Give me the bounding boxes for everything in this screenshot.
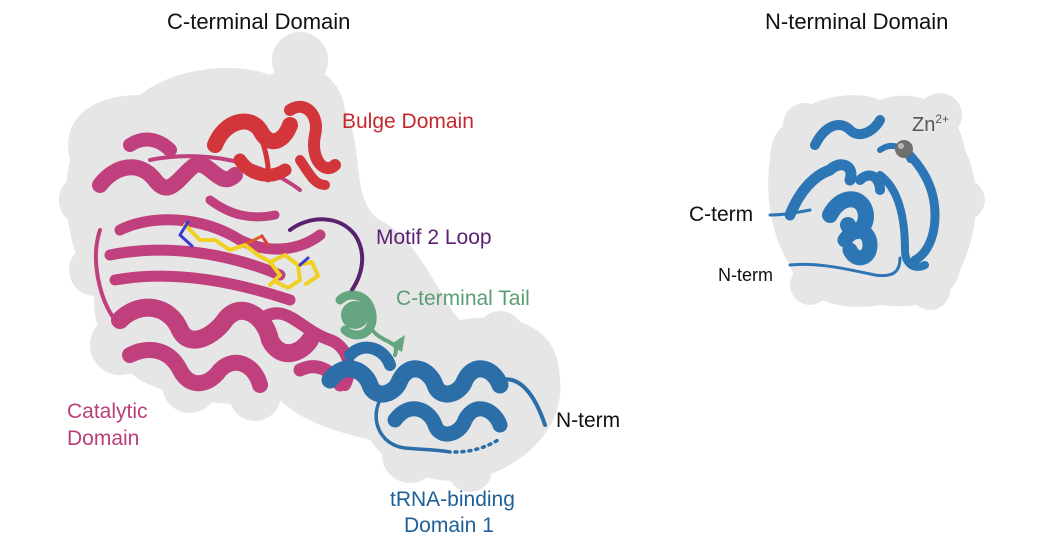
- motif-2-loop-label: Motif 2 Loop: [376, 226, 492, 249]
- zinc-label: Zn2+: [912, 112, 949, 136]
- zinc-label-symbol: Zn: [912, 114, 935, 136]
- motif-2-loop-ribbon: [288, 217, 365, 292]
- trna-binding-domain-label-line2: Domain 1: [404, 514, 494, 537]
- trna-binding-domain-label-line1: tRNA-binding: [390, 488, 515, 511]
- bulge-domain-label: Bulge Domain: [342, 110, 474, 133]
- zinc-ion: [895, 140, 913, 158]
- bulge-domain-ribbon: [207, 100, 341, 190]
- n-terminal-domain-ribbon: [768, 115, 940, 278]
- n-term-label-right: N-term: [718, 265, 773, 285]
- c-terminal-tail-label: C-terminal Tail: [396, 287, 530, 310]
- n-term-label-left: N-term: [556, 409, 620, 432]
- ligand-sticks: [178, 220, 320, 290]
- zinc-label-charge: 2+: [935, 112, 949, 126]
- catalytic-domain-label-line1: Catalytic: [67, 400, 148, 423]
- catalytic-domain-label-line2: Domain: [67, 427, 139, 450]
- n-terminal-domain-title: N-terminal Domain: [765, 9, 948, 34]
- trna-binding-domain-1-ribbon: [321, 341, 547, 454]
- c-terminal-tail-ribbon: [335, 290, 405, 357]
- c-term-label-right: C-term: [689, 203, 753, 226]
- c-terminal-domain-title: C-terminal Domain: [167, 9, 350, 34]
